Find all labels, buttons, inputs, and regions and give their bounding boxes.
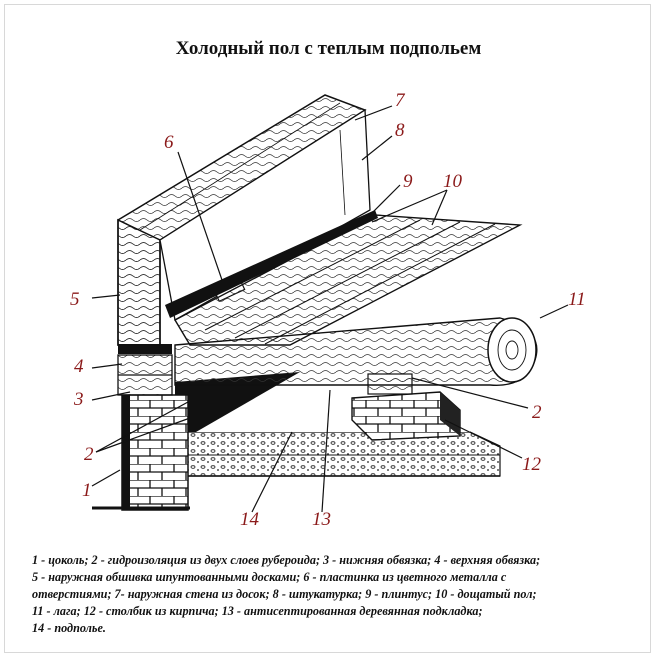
- frame-beams: [117, 344, 173, 396]
- callout-3: 3: [73, 389, 84, 410]
- callout-9: 9: [403, 171, 413, 192]
- joist-log: [174, 317, 538, 386]
- legend-line: 5 - наружная обшивка шпунтованными доска…: [32, 570, 507, 584]
- image-frame: [4, 4, 651, 653]
- callout-11: 11: [568, 289, 586, 310]
- callout-6: 6: [164, 132, 174, 153]
- callout-10: 10: [443, 171, 463, 192]
- callout-2-right: 2: [532, 402, 542, 423]
- callout-8: 8: [395, 120, 405, 141]
- leader-lines: [91, 105, 569, 513]
- diagram-title: Холодный пол с теплым подпольем: [175, 38, 482, 59]
- floor-boards: [165, 210, 523, 346]
- callout-4: 4: [74, 356, 84, 377]
- legend-line: отверстиями; 7- наружная стена из досок;…: [32, 587, 537, 601]
- legend-line: 1 - цоколь; 2 - гидроизоляция из двух сл…: [32, 553, 541, 567]
- plinth: [92, 394, 190, 511]
- callout-1: 1: [82, 480, 92, 501]
- legend: 1 - цоколь; 2 - гидроизоляция из двух сл…: [32, 552, 632, 637]
- ground-layer: [184, 431, 501, 477]
- legend-line: 14 - подполье.: [32, 621, 106, 635]
- callout-2-left: 2: [84, 444, 94, 465]
- callout-13: 13: [312, 509, 331, 530]
- callout-7: 7: [395, 90, 406, 111]
- callout-14: 14: [240, 509, 260, 530]
- callout-5: 5: [70, 289, 80, 310]
- legend-line: 11 - лага; 12 - столбик из кирпича; 13 -…: [32, 604, 483, 618]
- callout-12: 12: [522, 454, 542, 475]
